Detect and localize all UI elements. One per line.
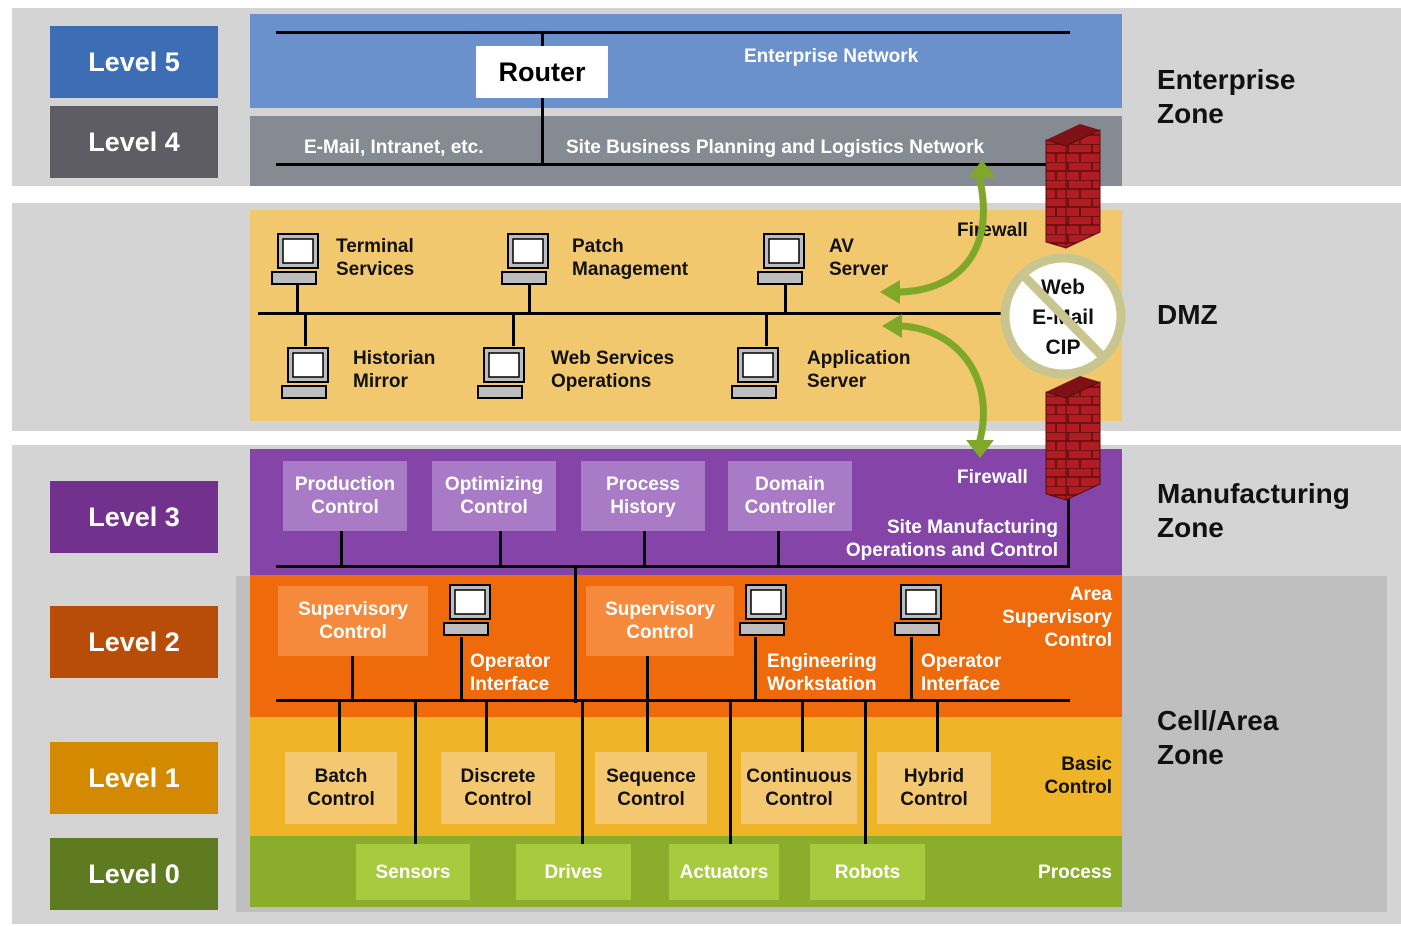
dmz-zone-label: DMZ	[1157, 299, 1218, 330]
historian-mirror-computer-icon	[281, 347, 329, 399]
discrete-control-box: Discrete Control	[441, 752, 555, 824]
production-control-box: Production Control	[283, 461, 407, 531]
optimizing-control-box: Optimizing Control	[432, 461, 556, 531]
level3-to-level2-link	[574, 565, 577, 703]
level-5-label: Level 5	[50, 26, 218, 98]
operator-interface-2-label: Operator Interface	[921, 651, 1002, 695]
operator-interface-1-label: Operator Interface	[470, 651, 551, 695]
site-business-network-line	[276, 163, 1070, 166]
level1-drop-sequence	[646, 699, 649, 752]
dmz-drop-webservices	[512, 312, 515, 346]
level0-drop-actuators	[729, 699, 732, 844]
engineering-workstation-computer-icon	[739, 584, 787, 636]
av-server-label: AV Server	[829, 236, 889, 280]
level-4-label: Level 4	[50, 106, 218, 178]
continuous-control-box: Continuous Control	[741, 752, 857, 824]
level1-drop-hybrid	[936, 699, 939, 752]
dmz-drop-patch	[528, 284, 531, 312]
operator-interface-2-computer-icon	[894, 584, 942, 636]
cell-area-zone-label: Cell/Area Zone	[1157, 705, 1279, 770]
enterprise-network-label: Enterprise Network	[744, 46, 919, 67]
site-manufacturing-caption: Site Manufacturing Operations and Contro…	[845, 517, 1058, 561]
level1-drop-discrete	[485, 699, 488, 752]
level0-drop-drives	[581, 699, 584, 844]
level2-network-line	[276, 699, 1070, 702]
supervisory-control-box-2: Supervisory Control	[586, 586, 734, 656]
enterprise-zone-label: Enterprise Zone	[1157, 64, 1296, 129]
level2-drop-sup2	[646, 656, 649, 699]
level2-drop-op1	[460, 637, 463, 699]
web-services-computer-icon	[477, 347, 525, 399]
av-server-computer-icon	[757, 233, 805, 285]
process-history-box: Process History	[581, 461, 705, 531]
supervisory-control-box-1: Supervisory Control	[278, 586, 428, 656]
firewall-top-icon	[1045, 124, 1101, 249]
level3-drop-3	[643, 531, 646, 565]
drives-box: Drives	[516, 844, 631, 900]
dmz-drop-terminal	[296, 284, 299, 312]
robots-box: Robots	[810, 844, 925, 900]
email-intranet-label: E-Mail, Intranet, etc.	[304, 137, 484, 158]
no-sign-slash	[1019, 271, 1107, 361]
level2-drop-sup1	[351, 656, 354, 699]
terminal-services-label: Terminal Services	[336, 236, 415, 280]
level-3-label: Level 3	[50, 481, 218, 553]
level0-drop-robots	[864, 699, 867, 844]
level1-drop-batch	[338, 699, 341, 752]
enterprise-network-line	[276, 31, 1070, 34]
level3-network-line	[276, 565, 1070, 568]
manufacturing-zone-label: Manufacturing Zone	[1157, 478, 1350, 543]
basic-control-caption: Basic Control	[1044, 754, 1112, 798]
router: Router	[476, 46, 608, 98]
blocked-cip-label: CIP	[1045, 336, 1081, 359]
engineering-workstation-label: Engineering Workstation	[767, 651, 877, 695]
router-uplink	[541, 31, 544, 47]
application-server-label: Application Server	[807, 348, 911, 392]
level3-drop-1	[340, 531, 343, 565]
firewall-bottom-icon	[1045, 376, 1101, 501]
dmz-drop-application	[765, 312, 768, 346]
arrowheads	[880, 160, 996, 458]
batch-control-box: Batch Control	[285, 752, 397, 824]
dmz-drop-historian	[304, 312, 307, 346]
terminal-services-computer-icon	[271, 233, 319, 285]
blocked-web-label: Web	[1041, 276, 1085, 299]
allowed-traffic-arrows	[896, 176, 987, 444]
area-supervisory-caption: Area Supervisory Control	[1002, 584, 1112, 651]
sensors-box: Sensors	[356, 844, 470, 900]
level2-drop-op2	[910, 637, 913, 699]
domain-controller-box: Domain Controller	[728, 461, 852, 531]
level-1-label: Level 1	[50, 742, 218, 814]
level2-drop-eng	[754, 637, 757, 699]
level3-drop-2	[499, 531, 502, 565]
patch-management-computer-icon	[501, 233, 549, 285]
patch-management-label: Patch Management	[572, 236, 689, 280]
level3-drop-4	[777, 531, 780, 565]
operator-interface-1-computer-icon	[443, 584, 491, 636]
process-caption: Process	[1038, 862, 1112, 883]
firewall-bottom-label: Firewall	[957, 467, 1028, 488]
router-downlink	[541, 98, 544, 166]
level1-drop-continuous	[801, 699, 804, 752]
application-server-computer-icon	[731, 347, 779, 399]
sequence-control-box: Sequence Control	[595, 752, 707, 824]
hybrid-control-box: Hybrid Control	[877, 752, 991, 824]
level-2-label: Level 2	[50, 606, 218, 678]
historian-mirror-label: Historian Mirror	[353, 348, 436, 392]
level3-firewall-link	[1067, 490, 1070, 568]
site-business-network-label: Site Business Planning and Logistics Net…	[566, 137, 985, 158]
web-services-label: Web Services Operations	[551, 348, 675, 392]
dmz-drop-av	[784, 284, 787, 312]
level-0-label: Level 0	[50, 838, 218, 910]
level0-drop-sensors	[414, 699, 417, 844]
dmz-network-line	[258, 312, 1008, 315]
firewall-top-label: Firewall	[957, 220, 1028, 241]
enterprise-network-band	[250, 14, 1122, 108]
actuators-box: Actuators	[669, 844, 779, 900]
